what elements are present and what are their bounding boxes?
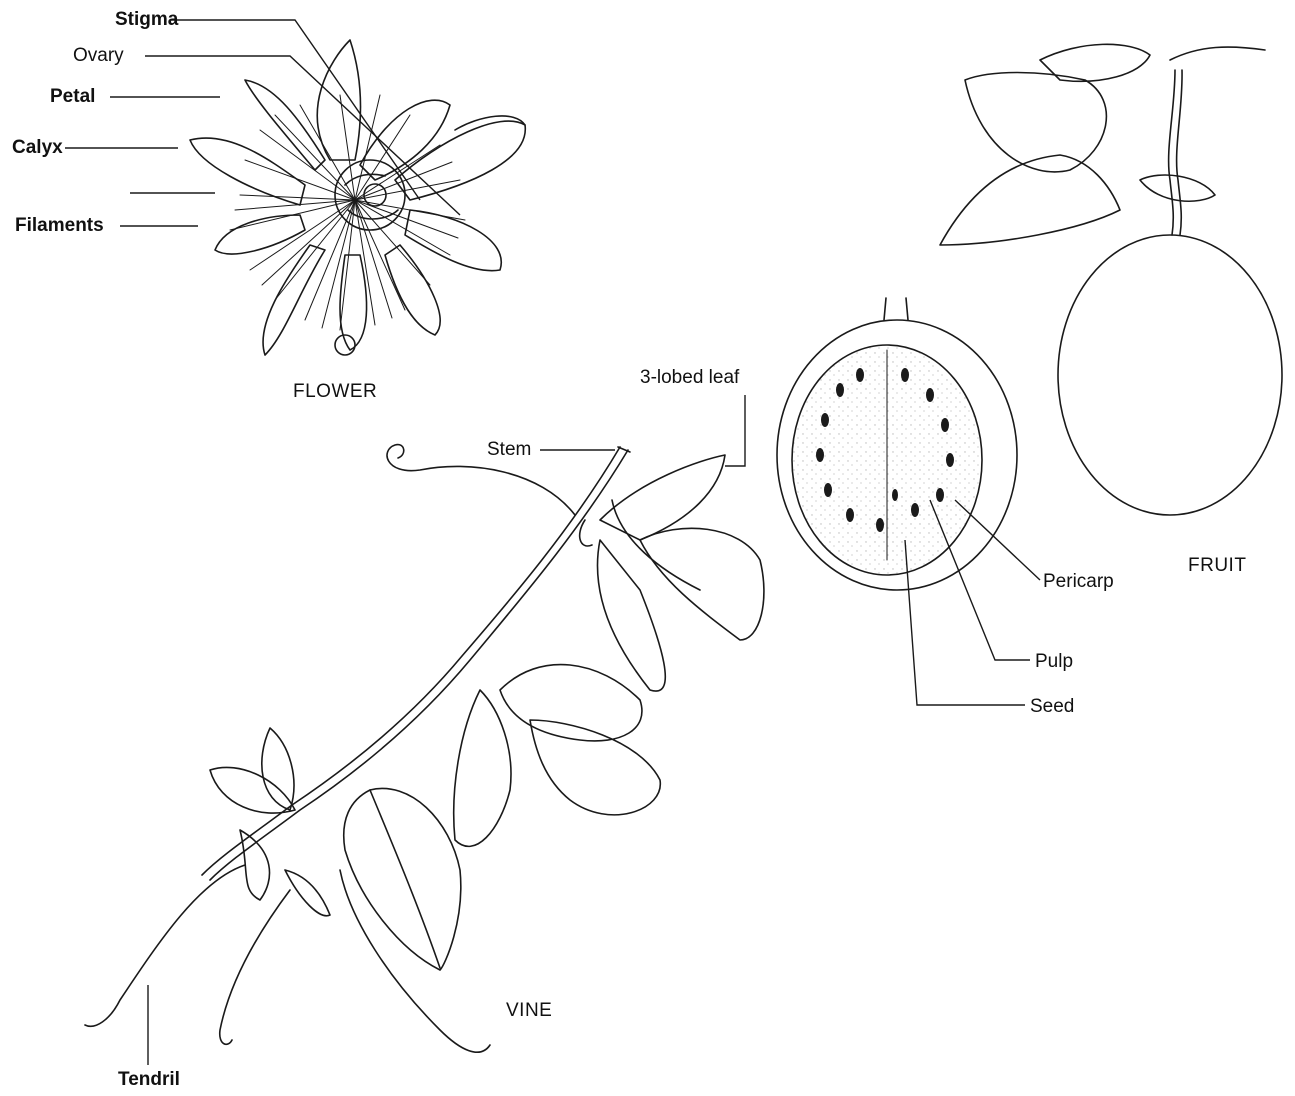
- label-pericarp: Pericarp: [1043, 572, 1114, 591]
- label-petal: Petal: [50, 87, 95, 106]
- whole-fruit-drawing: [940, 44, 1282, 515]
- caption-vine: VINE: [506, 1001, 552, 1020]
- label-ovary: Ovary: [73, 46, 124, 65]
- caption-fruit: FRUIT: [1188, 556, 1246, 575]
- vine-leader-lines: [148, 395, 745, 1065]
- flower-leader-lines: [65, 20, 460, 226]
- label-filaments: Filaments: [15, 216, 104, 235]
- label-seed: Seed: [1030, 697, 1074, 716]
- caption-flower: FLOWER: [293, 382, 377, 401]
- fruit-cross-section: [777, 298, 1017, 590]
- vine-drawing: [85, 445, 764, 1053]
- label-stigma: Stigma: [115, 10, 178, 29]
- label-tendril: Tendril: [118, 1070, 180, 1089]
- label-calyx: Calyx: [12, 138, 63, 157]
- label-three-lobed-leaf: 3-lobed leaf: [640, 368, 739, 387]
- label-pulp: Pulp: [1035, 652, 1073, 671]
- label-stem: Stem: [487, 440, 531, 459]
- flower-drawing: [190, 40, 525, 355]
